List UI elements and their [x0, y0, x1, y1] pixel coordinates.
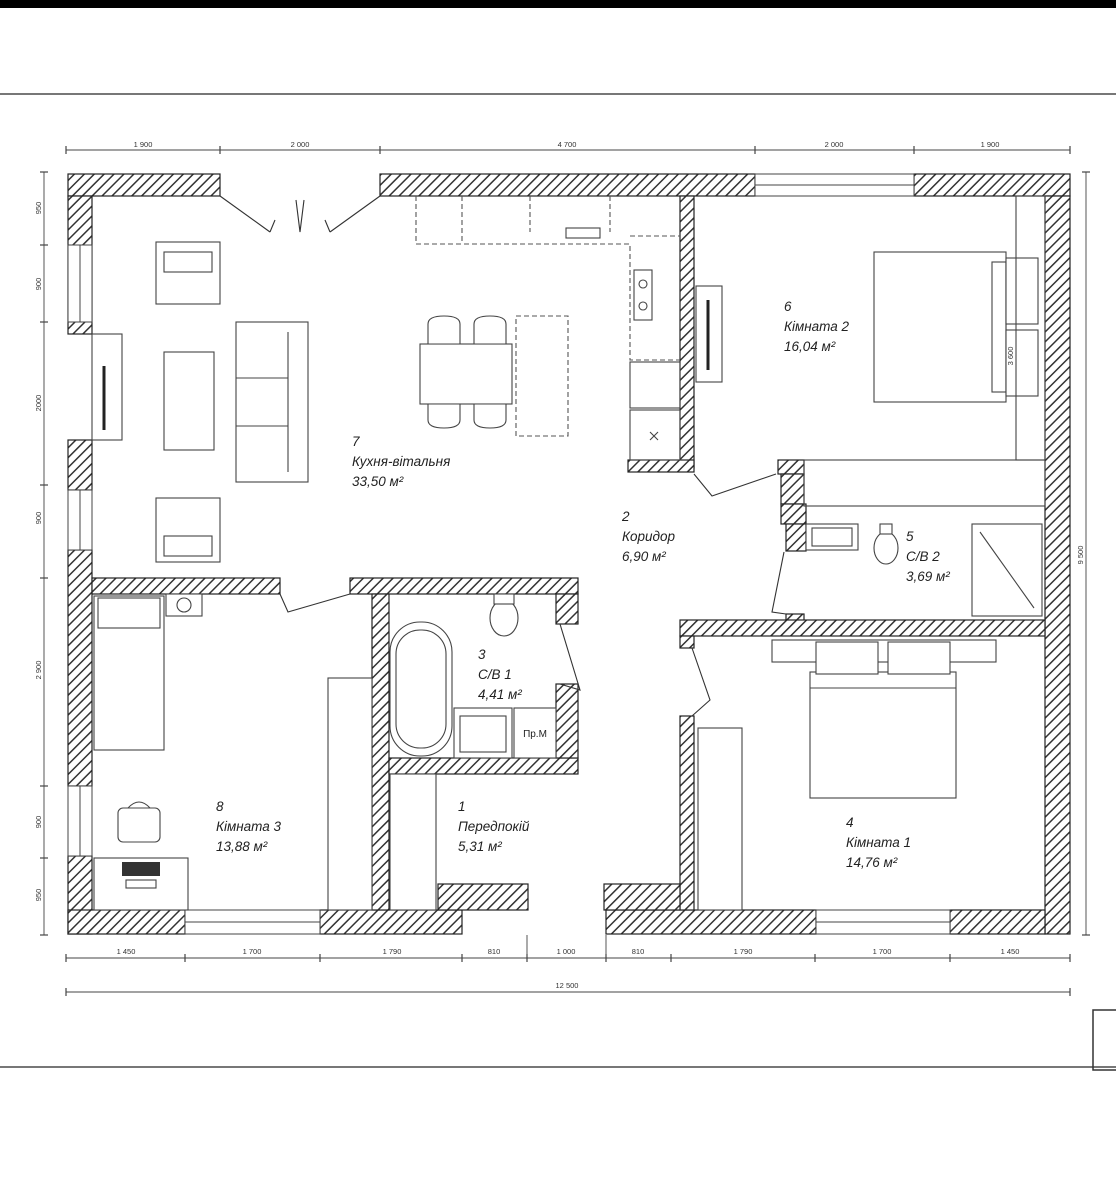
room-label-8: 8 Кімната 3 13,88 м²	[216, 799, 282, 854]
svg-text:810: 810	[632, 947, 645, 956]
svg-text:С/В 2: С/В 2	[906, 549, 940, 564]
svg-text:1 450: 1 450	[1001, 947, 1020, 956]
svg-text:1 790: 1 790	[383, 947, 402, 956]
doors	[219, 195, 787, 717]
svg-text:2 000: 2 000	[825, 140, 844, 149]
svg-text:900: 900	[34, 512, 43, 525]
svg-text:1 790: 1 790	[734, 947, 753, 956]
svg-text:2: 2	[621, 509, 630, 524]
svg-text:13,88 м²: 13,88 м²	[216, 839, 268, 854]
hallway-furniture	[327, 677, 437, 911]
svg-text:950: 950	[34, 889, 43, 902]
svg-text:1: 1	[458, 799, 466, 814]
svg-text:Кімната 1: Кімната 1	[846, 835, 911, 850]
dimension-lines	[40, 146, 1090, 996]
top-bar	[0, 0, 1116, 8]
svg-text:6,90 м²: 6,90 м²	[622, 549, 666, 564]
svg-text:16,04 м²: 16,04 м²	[784, 339, 836, 354]
svg-text:33,50 м²: 33,50 м²	[352, 474, 404, 489]
kitchen-counter	[415, 196, 681, 461]
living-furniture	[91, 241, 309, 563]
svg-text:1 700: 1 700	[873, 947, 892, 956]
svg-text:Передпокій: Передпокій	[458, 819, 530, 834]
svg-text:4: 4	[846, 815, 854, 830]
windows	[67, 173, 951, 935]
svg-text:900: 900	[34, 816, 43, 829]
room-label-5: 5 С/В 2 3,69 м²	[906, 529, 950, 584]
room2-furniture	[695, 195, 1046, 507]
bathroom1-fixtures: Пр.М	[389, 593, 557, 759]
svg-text:2000: 2000	[34, 395, 43, 412]
room1-furniture	[697, 639, 997, 911]
title-block-frame	[1092, 1009, 1116, 1071]
dimension-labels-top: 1 900 2 000 4 700 2 000 1 900	[134, 140, 1000, 149]
bathroom2-fixtures	[805, 523, 1043, 617]
closet-dimension: 3 600	[1006, 347, 1015, 366]
svg-text:1 000: 1 000	[557, 947, 576, 956]
room-label-6: 6 Кімната 2 16,04 м²	[784, 299, 850, 354]
svg-text:900: 900	[34, 278, 43, 291]
room3-furniture	[93, 593, 203, 911]
svg-text:8: 8	[216, 799, 224, 814]
room-label-1: 1 Передпокій 5,31 м²	[458, 799, 530, 854]
svg-text:4 700: 4 700	[558, 140, 577, 149]
svg-text:Кімната 2: Кімната 2	[784, 319, 850, 334]
fixture-label: Пр.М	[523, 729, 547, 740]
svg-text:Кімната 3: Кімната 3	[216, 819, 282, 834]
dimension-labels-bottom: 1 450 1 700 1 790 810 1 000 810 1 790 1 …	[117, 947, 1020, 990]
svg-text:2 000: 2 000	[291, 140, 310, 149]
svg-text:950: 950	[34, 202, 43, 215]
svg-text:810: 810	[488, 947, 501, 956]
svg-text:3: 3	[478, 647, 486, 662]
room-label-3: 3 С/В 1 4,41 м²	[478, 647, 522, 702]
svg-text:12 500: 12 500	[556, 981, 579, 990]
svg-text:7: 7	[352, 434, 360, 449]
room-label-7: 7 Кухня-вітальня 33,50 м²	[352, 434, 450, 489]
svg-text:5,31 м²: 5,31 м²	[458, 839, 502, 854]
room-label-4: 4 Кімната 1 14,76 м²	[846, 815, 911, 870]
drawing-sheet	[0, 93, 1116, 1068]
svg-text:6: 6	[784, 299, 792, 314]
svg-text:3,69 м²: 3,69 м²	[906, 569, 950, 584]
svg-text:5: 5	[906, 529, 914, 544]
svg-text:Кухня-вітальня: Кухня-вітальня	[352, 454, 450, 469]
svg-text:Коридор: Коридор	[622, 529, 675, 544]
svg-text:1 700: 1 700	[243, 947, 262, 956]
svg-text:2 900: 2 900	[34, 661, 43, 680]
walls	[67, 173, 1071, 935]
dimension-labels-left: 950 900 2000 900 2 900 900 950 9 500	[34, 202, 1085, 902]
svg-text:4,41 м²: 4,41 м²	[478, 687, 522, 702]
dining-table	[419, 315, 569, 437]
svg-text:1 900: 1 900	[981, 140, 1000, 149]
room-label-2: 2 Коридор 6,90 м²	[621, 509, 675, 564]
svg-text:9 500: 9 500	[1076, 546, 1085, 565]
svg-text:1 450: 1 450	[117, 947, 136, 956]
svg-text:1 900: 1 900	[134, 140, 153, 149]
svg-text:С/В 1: С/В 1	[478, 667, 512, 682]
svg-text:14,76 м²: 14,76 м²	[846, 855, 898, 870]
